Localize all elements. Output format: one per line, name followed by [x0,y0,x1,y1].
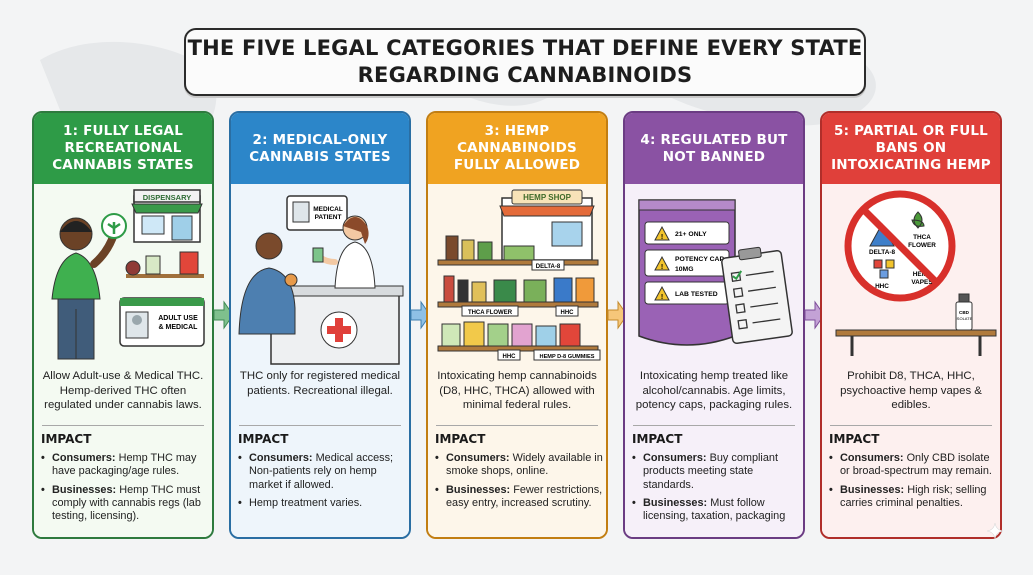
list-item: Businesses: Must follow licensing, taxat… [632,497,800,524]
card-1-description: Allow Adult-use & Medical THC. Hemp-deri… [42,370,204,411]
title-box: THE FIVE LEGAL CATEGORIES THAT DEFINE EV… [184,28,866,96]
banned-item-label: HHC [875,283,889,290]
card-3-title-line: FULLY ALLOWED [453,157,581,173]
card-1-impact-heading: IMPACT [41,432,92,446]
dispensary-sign: DISPENSARY [143,193,191,202]
card-2-impact-heading: IMPACT [238,432,289,446]
list-item: Businesses: Hemp THC must comply with ca… [41,484,209,524]
card-4-title-line: 4: REGULATED BUT [640,131,788,148]
card-5-body: DELTA-8 THCA FLOWER HHC HEMP VAPES CBD I… [822,184,1000,537]
product-label: THCA FLOWER [468,310,513,316]
id-card-label: ADULT USE [158,315,198,322]
card-5-title-line: BANS ON [875,140,947,156]
card-1-title-line: 1: FULLY LEGAL [62,123,183,139]
card-5-description: Prohibit D8, THCA, HHC, psychoactive hem… [840,370,982,411]
title-line-2: REGARDING CANNABINOIDS [357,63,693,87]
arrow-right-icon [804,300,825,330]
banned-item-label: FLOWER [908,242,936,249]
category-card-1: 1: FULLY LEGAL RECREATIONAL CANNABIS STA… [32,111,214,539]
package-label: POTENCY CAP: [675,256,726,263]
arrow-right-icon [410,300,431,330]
card-3-bullets: Consumers: Widely available in smoke sho… [435,452,603,515]
ban-illustration: DELTA-8 THCA FLOWER HHC HEMP VAPES CBD I… [835,190,997,356]
card-5-bullets: Consumers: Only CBD isolate or broad-spe… [829,452,997,515]
card-2-description: THC only for registered medical patients… [239,370,401,397]
product-label: HEMP D-8 GUMMIES [540,354,595,360]
card-4-divider [633,425,795,426]
title-line-1: THE FIVE LEGAL CATEGORIES THAT DEFINE EV… [187,36,863,60]
svg-text:!: ! [661,234,663,241]
card-5-title-line: INTOXICATING HEMP [831,157,991,173]
card-5-divider [830,425,992,426]
package-label: 21+ ONLY [675,231,707,238]
card-3-body: HEMP SHOP [428,184,606,537]
product-label: HHC [561,310,575,316]
card-2-header: 2: MEDICAL-ONLY CANNABIS STATES [231,113,409,184]
list-item: Consumers: Widely available in smoke sho… [435,452,603,479]
card-3-title-line: CANNABINOIDS [457,140,577,156]
card-4-impact-heading: IMPACT [632,432,683,446]
card-4-body: ! 21+ ONLY ! POTENCY CAP: 10MG ! LAB TES… [625,184,803,537]
banned-item-label: HEMP [913,271,932,278]
card-1-divider [42,425,204,426]
package-label: 10MG [675,266,694,273]
dispensary-illustration: DISPENSARY ADULT USE & MEDICAL [51,189,205,360]
card-4-header: 4: REGULATED BUT NOT BANNED [625,113,803,184]
card-3-header: 3: HEMP CANNABINOIDS FULLY ALLOWED [428,113,606,184]
list-item: Consumers: Medical access; Non-patients … [238,452,406,492]
package-label: LAB TESTED [675,291,718,298]
svg-text:!: ! [661,294,663,301]
medical-card-label: MEDICAL [313,206,343,213]
card-1-title-line: RECREATIONAL [64,140,182,156]
list-item: Businesses: High risk; selling carries c… [829,484,997,511]
product-label: DELTA-8 [536,264,561,270]
list-item: Consumers: Hemp THC may have packaging/a… [41,452,209,479]
list-item: Businesses: Fewer restrictions, easy ent… [435,484,603,511]
card-5-impact-heading: IMPACT [829,432,880,446]
card-3-title-line: 3: HEMP [484,123,550,139]
card-2-title-line: CANNABIS STATES [249,148,391,165]
bottle-label: CBD [959,310,970,315]
card-2-bullets: Consumers: Medical access; Non-patients … [238,452,406,515]
banned-item-label: VAPES [911,279,933,286]
card-2-title-line: 2: MEDICAL-ONLY [252,131,388,148]
card-4-bullets: Consumers: Buy compliant products meetin… [632,452,800,528]
card-4-description: Intoxicating hemp treated like alcohol/c… [635,370,793,411]
list-item: Hemp treatment varies. [238,497,406,511]
regulated-package-illustration: ! 21+ ONLY ! POTENCY CAP: 10MG ! LAB TES… [638,199,793,346]
card-5-header: 5: PARTIAL OR FULL BANS ON INTOXICATING … [822,113,1000,184]
svg-text:!: ! [661,264,663,271]
arrow-right-icon [607,300,628,330]
hemp-shop-sign: HEMP SHOP [523,193,572,202]
card-3-impact-heading: IMPACT [435,432,486,446]
category-card-4: 4: REGULATED BUT NOT BANNED ! 21+ ONLY !… [623,111,805,539]
product-label: HHC [503,354,517,360]
arrow-right-icon [213,300,234,330]
bottle-label: ISOLATE [956,316,973,321]
card-4-title-line: NOT BANNED [662,148,766,165]
card-1-header: 1: FULLY LEGAL RECREATIONAL CANNABIS STA… [34,113,212,184]
card-1-bullets: Consumers: Hemp THC may have packaging/a… [41,452,209,528]
category-card-5: 5: PARTIAL OR FULL BANS ON INTOXICATING … [820,111,1002,539]
medical-clinic-illustration: MEDICAL PATIENT [238,195,404,365]
card-5-title-line: 5: PARTIAL OR FULL [834,123,988,139]
card-2-body: MEDICAL PATIENT THC only for registered … [231,184,409,537]
card-3-description: Intoxicating hemp cannabinoids (D8, HHC,… [437,370,597,411]
category-card-3: 3: HEMP CANNABINOIDS FULLY ALLOWED HEMP … [426,111,608,539]
banned-item-label: DELTA-8 [869,249,895,256]
medical-card-label: PATIENT [315,214,342,221]
card-3-divider [436,425,598,426]
hemp-shop-illustration: HEMP SHOP [437,189,601,361]
list-item: Consumers: Only CBD isolate or broad-spe… [829,452,997,479]
sparkle-icon [987,523,1003,539]
card-1-body: DISPENSARY ADULT USE & MEDICAL [34,184,212,537]
card-2-divider [239,425,401,426]
category-card-2: 2: MEDICAL-ONLY CANNABIS STATES MEDICAL … [229,111,411,539]
banned-item-label: THCA [913,234,931,241]
id-card-label: & MEDICAL [159,324,199,331]
list-item: Consumers: Buy compliant products meetin… [632,452,800,492]
card-1-title-line: CANNABIS STATES [52,157,194,173]
